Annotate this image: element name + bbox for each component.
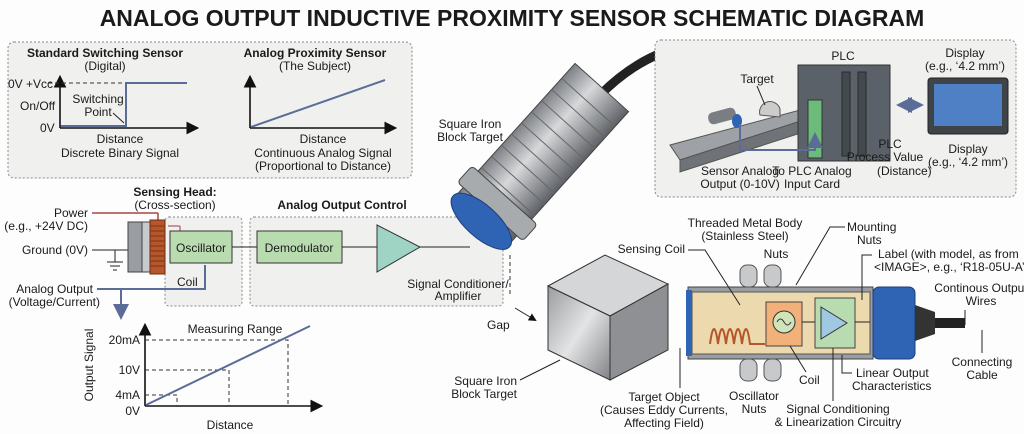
tick-0v: 0V (125, 404, 140, 418)
cable-label-2: Cable (966, 368, 998, 382)
tick-10v: 10V (119, 363, 140, 377)
display-bottom-label: Display (948, 142, 987, 156)
sensing-head-title: Sensing Head: (133, 185, 216, 199)
oscillator-label: Oscillator (176, 241, 226, 255)
mounting-nuts-label: Mounting (847, 220, 896, 234)
sensing-coil-label: Sensing Coil (618, 242, 685, 256)
analog-xlabel: Distance (300, 132, 347, 146)
display-example: (e.g., ‘4.2 mm’) (925, 59, 1005, 73)
target-object-label-3: Affecting Field) (624, 416, 704, 430)
sensor-output-label-2: Output (0-10V) (700, 177, 779, 191)
y-label-high: 0V +Vcc (8, 77, 53, 91)
cube-label: Square Iron (454, 374, 517, 388)
ground-icon (107, 250, 123, 271)
switching-point-label-2: Point (84, 105, 112, 119)
analog-caption-2: (Proportional to Distance) (255, 159, 391, 173)
analog-title: Analog Proximity Sensor (244, 46, 387, 60)
coil-label: Coil (177, 275, 198, 289)
big-target-label: Square Iron (439, 117, 502, 131)
cable-label: Connecting (952, 355, 1013, 369)
body-label: Threaded Metal Body (688, 216, 803, 230)
target-icon (759, 101, 781, 118)
analog-output-label: Analog Output (16, 282, 93, 296)
output-graph: Measuring Range 20mA 10V 4mA 0V Output S… (82, 322, 324, 432)
tick-4ma: 4mA (115, 388, 140, 402)
switching-point-label: Switching (72, 92, 123, 106)
sine-icon (776, 318, 792, 326)
mounting-nuts-label-2: Nuts (857, 233, 882, 247)
analog-output-note: (Voltage/Current) (9, 295, 100, 309)
analog-caption: Continuous Analog Signal (254, 146, 391, 160)
comparison-panel: Standard Switching Sensor (Digital) 0V +… (7, 41, 413, 179)
oscillator-nuts-label-2: Nuts (742, 402, 767, 416)
model-label-2: <IMAGE>, e.g., ‘R18-05U-A’) (874, 260, 1024, 274)
cube-label-2: Block Target (451, 387, 517, 401)
process-value-label: PLC (878, 137, 902, 151)
plc-panel: Target PLC Display (e.g., ‘4.2 mm’) Sens… (654, 39, 1017, 198)
switching-xlabel: Distance (97, 132, 144, 146)
power-note: (e.g., +24V DC) (4, 219, 88, 233)
demodulator-block (256, 230, 343, 264)
iron-cube (546, 254, 670, 381)
y-label-low: 0V (40, 121, 55, 135)
amplifier-icon-cutaway (820, 306, 848, 340)
tick-20ma: 20mA (109, 333, 140, 347)
amplifier-label-2: Amplifier (435, 289, 482, 303)
linear-output-label: Linear Output (856, 366, 929, 380)
switching-title: Standard Switching Sensor (27, 46, 183, 60)
power-label: Power (54, 206, 88, 220)
coil-cutaway-label: Coil (799, 373, 820, 387)
sensor-cutaway: Threaded Metal Body (Stainless Steel) Se… (600, 216, 1024, 430)
x-axis-label: Distance (207, 418, 254, 432)
sensor-face (450, 192, 513, 250)
input-card-label-2: Input Card (784, 177, 840, 191)
target-object-label: Target Object (628, 390, 700, 404)
signal-conditioning-label-2: & Linearization Circuitry (775, 415, 902, 429)
connecting-cable (935, 318, 965, 328)
wires-label-2: Wires (966, 294, 997, 308)
switching-subtitle: (Digital) (84, 59, 125, 73)
y-label-mid: On/Off (20, 99, 56, 113)
big-target-label-2: Block Target (437, 130, 503, 144)
input-card-label: To PLC Analog (772, 164, 851, 178)
target-label: Target (740, 72, 774, 86)
model-label: Label (with model, as from (878, 247, 1019, 261)
measuring-range-label: Measuring Range (188, 322, 283, 336)
nuts-label: Nuts (764, 247, 789, 261)
sensor-cap (872, 286, 916, 360)
block-schematic: Sensing Head: (Cross-section) Analog Out… (4, 185, 509, 320)
sensing-coil-icon (709, 328, 765, 345)
control-title: Analog Output Control (277, 198, 406, 212)
step-signal (61, 82, 187, 127)
ground-label: Ground (0V) (22, 243, 88, 257)
linear-output-label-2: Characteristics (852, 379, 931, 393)
display-label: Display (945, 46, 984, 60)
y-axis-label: Output Signal (82, 329, 96, 402)
gap-label: Gap (487, 318, 510, 332)
sensor-illustration: Square Iron Block Target Gap Square Iron… (437, 40, 691, 401)
plc-label: PLC (831, 49, 855, 63)
analog-subtitle: (The Subject) (279, 59, 351, 73)
amplifier-label: Signal Conditioner/ (407, 277, 509, 291)
wires-label: Continous Output (934, 281, 1024, 295)
oscillator-block (169, 230, 233, 264)
process-value-label-3: (Distance) (877, 164, 932, 178)
target-object-label-2: (Causes Eddy Currents, (600, 403, 728, 417)
oscillator-nuts-label: Oscillator (729, 389, 779, 403)
display-bottom-example: (e.g., ‘4.2 mm’) (928, 155, 1008, 169)
demodulator-label: Demodulator (265, 241, 334, 255)
body-label-2: (Stainless Steel) (701, 229, 788, 243)
process-value-label-2: Process Value (847, 150, 924, 164)
signal-conditioning-label: Signal Conditioning (786, 402, 889, 416)
output-line (145, 325, 311, 406)
page-title: ANALOG OUTPUT INDUCTIVE PROXIMITY SENSOR… (100, 5, 925, 31)
switching-caption: Discrete Binary Signal (61, 146, 179, 160)
sensing-head-subtitle: (Cross-section) (134, 198, 215, 212)
analog-signal (250, 79, 386, 128)
amplifier-icon (376, 224, 422, 273)
sensor-output-label: Sensor Analog (701, 164, 779, 178)
small-sensor (708, 107, 736, 125)
